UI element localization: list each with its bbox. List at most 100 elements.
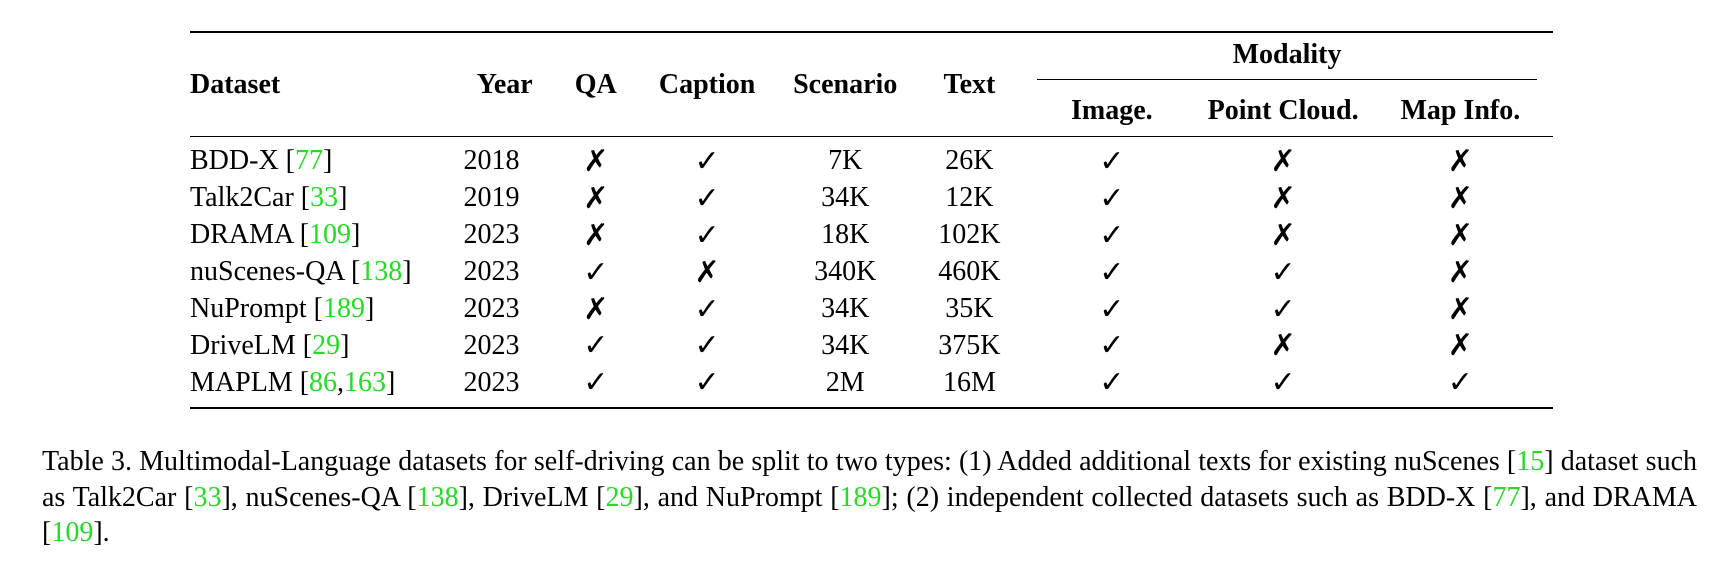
cell-text: 26K [914, 137, 1025, 180]
citation-link[interactable]: 86 [309, 366, 338, 398]
cell-scenario: 340K [777, 254, 914, 291]
citation-link[interactable]: 77 [1492, 481, 1521, 513]
cell-qa: ✗ [554, 291, 638, 328]
cell-point-cloud: ✗ [1199, 217, 1368, 254]
value-year: 2023 [463, 256, 520, 288]
value-text: 16M [942, 366, 996, 398]
citation-link[interactable]: 15 [1516, 446, 1545, 477]
check-icon: ✓ [1270, 365, 1296, 401]
value-scenario: 34K [821, 329, 870, 361]
cross-icon: ✗ [1270, 180, 1296, 216]
citation-link[interactable]: 109 [309, 219, 352, 251]
citation-link[interactable]: 138 [416, 481, 459, 513]
check-icon: ✓ [694, 365, 720, 401]
cell-map-info: ✗ [1368, 254, 1553, 291]
cell-caption: ✗ [638, 254, 777, 291]
value-year: 2019 [463, 182, 520, 214]
citation-link[interactable]: 189 [839, 481, 882, 513]
check-icon: ✓ [1270, 254, 1296, 290]
citation-link[interactable]: 29 [605, 481, 634, 513]
cell-scenario: 34K [777, 180, 914, 217]
citation-close: ] [338, 182, 348, 214]
dataset-name: NuPrompt [ [190, 293, 323, 324]
value-scenario: 340K [814, 256, 877, 288]
check-icon: ✓ [1099, 180, 1125, 216]
header-dataset: Dataset [190, 31, 456, 137]
cell-dataset: DriveLM [29] [190, 327, 456, 364]
cell-map-info: ✗ [1368, 137, 1553, 180]
value-text: 102K [938, 219, 1001, 251]
check-icon: ✓ [694, 291, 720, 327]
cell-point-cloud: ✓ [1199, 291, 1368, 328]
citation-link[interactable]: 189 [323, 293, 365, 324]
header-qa: QA [554, 31, 638, 137]
cross-icon: ✗ [1447, 291, 1473, 327]
cell-text: 35K [914, 291, 1025, 328]
cell-qa: ✗ [554, 217, 638, 254]
value-text: 26K [945, 145, 994, 177]
cell-caption: ✓ [638, 291, 777, 328]
header-map-info: Map Info. [1400, 95, 1521, 126]
value-scenario: 7K [828, 145, 863, 177]
cell-year: 2023 [456, 254, 555, 291]
value-scenario: 2M [825, 366, 865, 398]
dataset-name: Talk2Car [ [190, 182, 311, 214]
cell-point-cloud: ✓ [1199, 364, 1368, 408]
citation-link[interactable]: 33 [193, 481, 222, 513]
cell-map-info: ✗ [1368, 327, 1553, 364]
header-point-cloud: Point Cloud. [1207, 95, 1359, 126]
cell-qa: ✓ [554, 364, 638, 408]
header-image: Image. [1070, 95, 1153, 126]
citation-link[interactable]: 138 [360, 256, 403, 288]
cross-icon: ✗ [1447, 143, 1473, 179]
cross-icon: ✗ [583, 217, 609, 253]
cell-text: 102K [914, 217, 1025, 254]
citation-link[interactable]: 29 [312, 329, 341, 361]
value-scenario: 34K [821, 293, 870, 324]
value-year: 2023 [463, 329, 520, 361]
citation-close: ] [402, 256, 412, 288]
citation-link[interactable]: 77 [295, 145, 323, 177]
citation-link[interactable]: 109 [51, 517, 94, 548]
cell-dataset: NuPrompt [189] [190, 291, 456, 328]
cell-caption: ✓ [638, 327, 777, 364]
cell-qa: ✗ [554, 180, 638, 217]
cell-point-cloud: ✗ [1199, 327, 1368, 364]
header-modality: Modality [1037, 39, 1537, 80]
check-icon: ✓ [694, 143, 720, 179]
citation-link[interactable]: 163 [344, 366, 387, 398]
datasets-table-wrapper: Dataset Year QA Caption Scenario Text Mo… [190, 31, 1553, 409]
check-icon: ✓ [1270, 291, 1296, 327]
citation-link[interactable]: 33 [310, 182, 339, 214]
dataset-name: BDD-X [ [190, 145, 295, 177]
value-text: 460K [938, 256, 1001, 288]
caption-text: ]. [93, 517, 110, 548]
cross-icon: ✗ [1447, 217, 1473, 253]
cross-icon: ✗ [1447, 254, 1473, 290]
value-year: 2023 [463, 366, 520, 398]
check-icon: ✓ [583, 328, 609, 364]
caption-text: ], nuScenes-QA [ [221, 481, 417, 513]
citation-close: ] [340, 329, 350, 361]
cell-text: 375K [914, 327, 1025, 364]
cell-year: 2019 [456, 180, 555, 217]
cell-image: ✓ [1025, 254, 1198, 291]
cross-icon: ✗ [583, 143, 609, 179]
value-year: 2018 [463, 145, 520, 177]
cell-point-cloud: ✗ [1199, 180, 1368, 217]
cross-icon: ✗ [1447, 328, 1473, 364]
value-scenario: 18K [821, 219, 870, 251]
cell-map-info: ✗ [1368, 180, 1553, 217]
cell-scenario: 34K [777, 327, 914, 364]
value-scenario: 34K [821, 182, 870, 214]
caption-text: ]; (2) independent collected datasets su… [881, 481, 1493, 513]
check-icon: ✓ [1447, 365, 1473, 401]
header-scenario: Scenario [776, 31, 914, 137]
value-text: 375K [938, 329, 1001, 361]
check-icon: ✓ [694, 180, 720, 216]
check-icon: ✓ [1099, 217, 1125, 253]
cell-image: ✓ [1025, 327, 1198, 364]
